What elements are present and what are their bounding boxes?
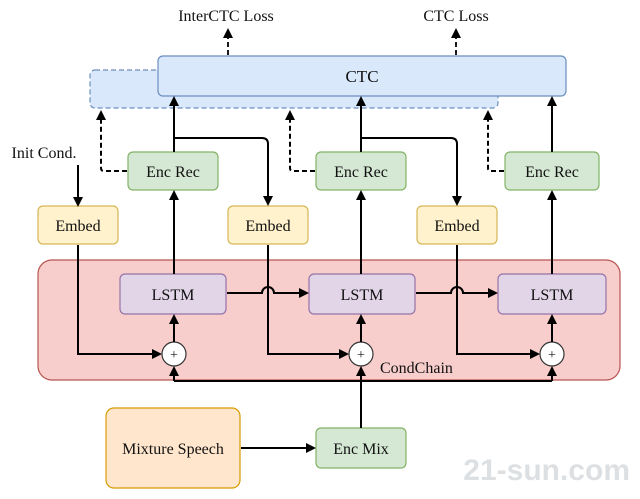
connections [73, 96, 557, 453]
lstm-label-1: LSTM [152, 287, 195, 304]
encrec2-to-interctc [285, 110, 315, 172]
enc-mix-label: Enc Mix [333, 441, 389, 458]
embed2-to-adder2 [267, 245, 349, 359]
embed-box-2 [227, 205, 309, 245]
enc-rec-label-1: Enc Rec [146, 164, 200, 181]
adder-plus-3: + [548, 348, 556, 363]
lstm2-to-lstm3 [416, 286, 498, 298]
embed-box-3 [416, 205, 498, 245]
encrec1-to-interctc [96, 110, 127, 172]
lstm-label-3: LSTM [531, 287, 574, 304]
lstm-label-2: LSTM [341, 287, 384, 304]
embed1-to-adder1 [77, 245, 162, 359]
condchain-label: CondChain [380, 360, 453, 377]
mixture-speech-label: Mixture Speech [122, 441, 224, 458]
ctc-to-embed3 [361, 137, 462, 206]
interctc-loss-label: InterCTC Loss [178, 8, 274, 25]
init-cond-label: Init Cond. [12, 145, 77, 162]
interctc-dashed-arrows [96, 110, 504, 172]
adder-plus-2: + [357, 348, 365, 363]
encrec3-to-interctc [483, 110, 504, 172]
enc-rec-label-3: Enc Rec [525, 164, 579, 181]
adder-plus-1: + [170, 348, 178, 363]
embed-label-2: Embed [245, 218, 290, 235]
mixture-speech-box [105, 407, 241, 489]
ctc-label: CTC [345, 67, 378, 86]
embed3-to-adder3 [456, 245, 540, 359]
ctc-loss-label: CTC Loss [423, 8, 488, 25]
ctc-to-embed2 [174, 137, 273, 206]
lstm1-to-lstm2 [227, 286, 309, 298]
enc-rec-label-2: Enc Rec [334, 164, 388, 181]
embed-label-3: Embed [434, 218, 479, 235]
embed-label-1: Embed [55, 218, 100, 235]
watermark-text: 21-sun.com [463, 454, 630, 487]
